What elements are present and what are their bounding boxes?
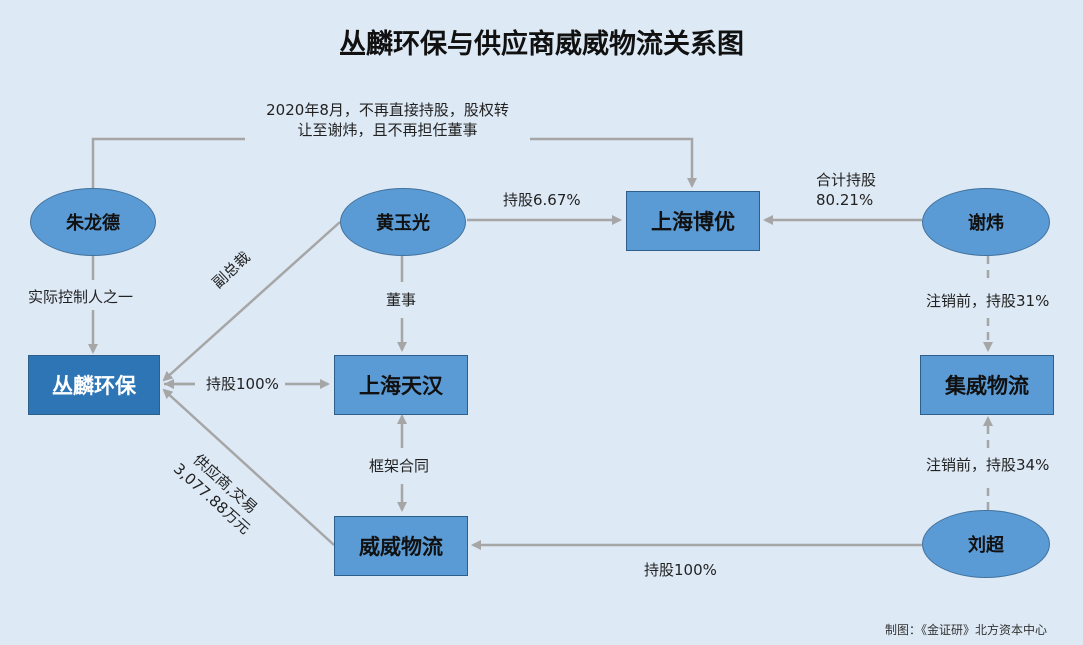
label-actual-controller: 实际控制人之一 <box>28 288 134 306</box>
edge-zhulongde-boyou-2 <box>530 137 697 188</box>
node-xiewei: 谢炜 <box>922 188 1050 256</box>
node-shanghai-tianhan: 上海天汉 <box>334 355 468 415</box>
edge-huang-conglin <box>162 221 341 382</box>
node-liuchao: 刘超 <box>922 510 1050 578</box>
label-before-cancel-34: 注销前，持股34% <box>926 456 1050 474</box>
label-hold-100-weiwei: 持股100% <box>644 561 717 579</box>
label-top-note-line1: 2020年8月，不再直接持股，股权转 <box>266 101 509 119</box>
node-zhulongde: 朱龙德 <box>30 188 156 256</box>
edge-zhulongde-boyou <box>91 137 245 190</box>
label-top-note-line2: 让至谢炜，且不再担任董事 <box>297 121 478 139</box>
node-weiwei: 威威物流 <box>334 516 468 576</box>
footer-credit: 制图：《金证研》北方资本中心 <box>884 623 1047 637</box>
label-total-hold-line1: 合计持股 <box>816 171 877 189</box>
label-framework-contract: 框架合同 <box>369 457 430 475</box>
label-hold-667: 持股6.67% <box>503 191 581 209</box>
label-hold-100-tianhan: 持股100% <box>206 375 279 393</box>
edge-weiwei-conglin <box>162 388 335 546</box>
label-top-note: 2020年8月，不再直接持股，股权转 让至谢炜，且不再担任董事 <box>245 100 530 140</box>
label-total-hold: 合计持股 80.21% <box>816 170 876 210</box>
label-total-hold-line2: 80.21% <box>816 191 874 209</box>
label-before-cancel-31: 注销前，持股31% <box>926 292 1050 310</box>
diagram-title: 丛麟环保与供应商威威物流关系图 <box>339 29 744 60</box>
node-shanghai-boyou: 上海博优 <box>626 191 760 251</box>
node-conglin: 丛麟环保 <box>28 355 160 415</box>
node-jiwei: 集威物流 <box>920 355 1054 415</box>
label-director: 董事 <box>386 291 417 309</box>
node-huangyuguang: 黄玉光 <box>340 188 466 256</box>
